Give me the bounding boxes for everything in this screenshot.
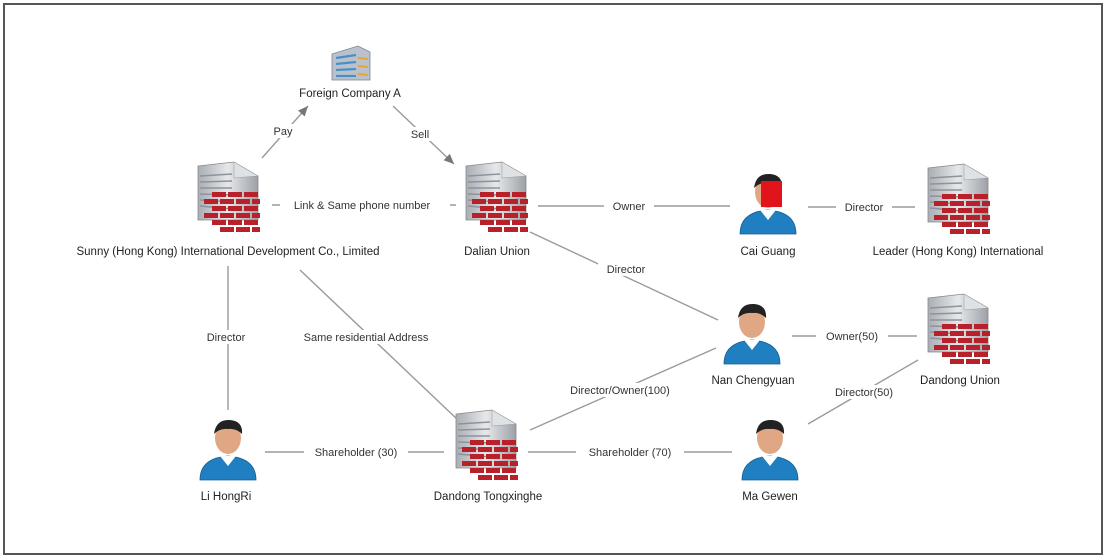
edge-label-pay: Pay	[274, 126, 293, 138]
node-label-dalian: Dalian Union	[464, 246, 530, 258]
person-icon	[199, 419, 257, 481]
node-label-nan: Nan Chengyuan	[711, 375, 794, 387]
edge-labels: Pay Sell Link & Same phone number Owner …	[196, 124, 902, 459]
edge-label-director-nan-dalian: Director	[607, 264, 646, 276]
company-building-icon	[927, 293, 991, 365]
node-li[interactable]: Li HongRi	[199, 419, 257, 503]
node-label-li: Li HongRi	[201, 491, 252, 503]
node-sunny[interactable]: Sunny (Hong Kong) International Developm…	[76, 161, 380, 258]
company-building-icon	[927, 163, 991, 235]
company-building-icon	[197, 161, 261, 233]
edges	[227, 105, 919, 453]
node-dalian[interactable]: Dalian Union	[464, 161, 530, 258]
edge-label-same-address: Same residential Address	[304, 332, 429, 344]
edge-label-link-phone: Link & Same phone number	[294, 200, 431, 212]
node-label-dandong-union: Dandong Union	[920, 375, 1000, 387]
company-building-icon	[455, 409, 519, 481]
node-foreign-company[interactable]: Foreign Company A	[299, 44, 401, 100]
foreign-office-icon	[330, 44, 372, 82]
node-label-leader: Leader (Hong Kong) International	[873, 246, 1044, 258]
node-label-foreign-company: Foreign Company A	[299, 88, 401, 100]
edge-same-address	[299, 269, 459, 421]
node-cai[interactable]: Cai Guang	[739, 173, 797, 258]
node-dandong-tong[interactable]: Dandong Tongxinghe	[434, 409, 543, 503]
node-label-sunny: Sunny (Hong Kong) International Developm…	[76, 246, 379, 258]
person-icon	[741, 419, 799, 481]
edge-label-owner-nan-dandong-union: Owner(50)	[826, 331, 878, 343]
person-icon	[739, 173, 797, 235]
edge-label-director-owner-nan: Director/Owner(100)	[570, 385, 670, 397]
edge-label-sell: Sell	[411, 129, 429, 141]
edge-label-director-ma-dandong-union: Director(50)	[835, 387, 893, 399]
edge-label-shareholder-ma: Shareholder (70)	[589, 447, 672, 459]
node-nan[interactable]: Nan Chengyuan	[711, 303, 795, 387]
company-building-icon	[465, 161, 529, 233]
node-label-ma: Ma Gewen	[742, 491, 798, 503]
node-leader[interactable]: Leader (Hong Kong) International	[873, 163, 1044, 258]
node-label-dandong-tong: Dandong Tongxinghe	[434, 491, 543, 503]
edge-label-director-sunny-li: Director	[207, 332, 246, 344]
diagram-frame	[3, 3, 1103, 555]
node-dandong-union[interactable]: Dandong Union	[920, 293, 1000, 387]
node-ma[interactable]: Ma Gewen	[741, 419, 799, 503]
person-icon	[723, 303, 781, 365]
node-label-cai: Cai Guang	[741, 246, 796, 258]
edge-label-director-leader: Director	[845, 202, 884, 214]
edge-label-shareholder-li: Shareholder (30)	[315, 447, 398, 459]
edge-label-owner-cai: Owner	[613, 201, 646, 213]
